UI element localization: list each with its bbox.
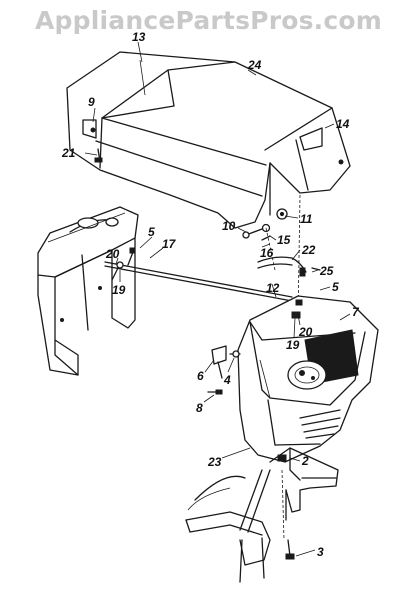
callout-25: 25 (319, 264, 334, 278)
hinge-hardware (242, 194, 301, 321)
callout-24: 24 (247, 58, 262, 72)
callout-9: 9 (88, 95, 95, 109)
callout-labels: 13 24 9 14 21 11 10 15 16 22 5 17 20 19 … (61, 30, 360, 559)
rod-17 (104, 247, 293, 302)
dash-panel (37, 206, 139, 376)
leader-lines (84, 41, 351, 557)
callout-6: 6 (197, 369, 204, 383)
callout-4: 4 (223, 373, 231, 387)
callout-10: 10 (222, 219, 236, 233)
watermark: AppliancePartsPros.com (34, 6, 383, 35)
callout-11: 11 (300, 212, 313, 226)
callout-8: 8 (196, 401, 203, 415)
callout-23: 23 (207, 455, 222, 469)
callout-19b: 19 (286, 338, 300, 352)
callout-16: 16 (260, 246, 274, 260)
spring-22 (257, 256, 321, 277)
callout-5a: 5 (148, 225, 155, 239)
callout-7: 7 (352, 305, 360, 319)
callout-12: 12 (266, 281, 280, 295)
callout-22: 22 (301, 243, 316, 257)
callout-20b: 20 (298, 325, 313, 339)
callout-2: 2 (301, 454, 309, 468)
callout-5b: 5 (332, 280, 339, 294)
callout-15: 15 (277, 233, 291, 247)
callout-13: 13 (132, 30, 146, 44)
callout-19a: 19 (112, 283, 126, 297)
grille-part (237, 295, 379, 463)
callout-17: 17 (162, 237, 177, 251)
callout-3: 3 (317, 545, 324, 559)
lower-frame (185, 447, 339, 583)
callout-21: 21 (61, 146, 76, 160)
hood-part (66, 51, 351, 229)
bolt-21 (94, 148, 103, 163)
callout-20a: 20 (105, 247, 120, 261)
bracket-6 (207, 345, 241, 395)
callout-14: 14 (336, 117, 350, 131)
